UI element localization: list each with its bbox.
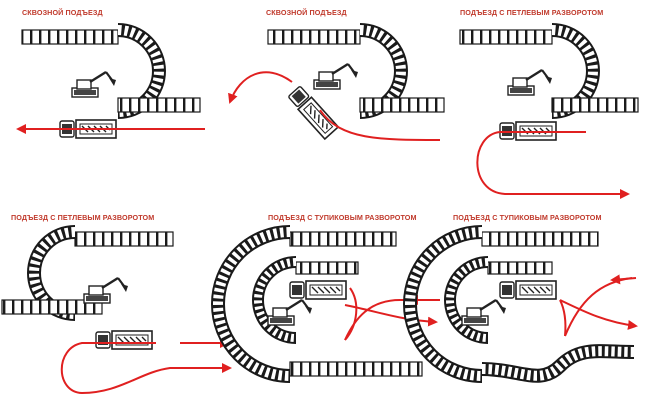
excavator-icon — [70, 70, 118, 99]
route-arrow — [60, 342, 232, 395]
panel-3-diagram — [459, 23, 639, 199]
route-arrow-out — [228, 71, 293, 104]
route-arrow-turn — [344, 287, 358, 341]
dump-truck-icon — [289, 280, 347, 300]
excavator-icon — [266, 298, 314, 327]
route-arrow-turn — [559, 299, 567, 337]
route-arrow-head — [610, 274, 637, 285]
route-arrow-out — [344, 304, 438, 327]
panel-5-diagram — [211, 225, 440, 383]
track-segment — [459, 23, 639, 119]
excavator-icon — [312, 62, 360, 91]
track-segment — [1, 225, 174, 321]
route-arrow — [476, 131, 630, 199]
excavator-icon — [82, 276, 130, 305]
panel-1-title: СКВОЗНОЙ ПОДЪЕЗД — [22, 8, 103, 17]
dump-truck-icon — [95, 330, 153, 350]
track-segment — [21, 23, 201, 119]
track-segment — [403, 225, 635, 383]
panel-1-diagram — [16, 23, 205, 139]
route-arrow-out — [559, 299, 638, 330]
panel-6-title: ПОДЪЕЗД С ТУПИКОВЫМ РАЗВОРОТОМ — [453, 213, 602, 222]
panel-4-diagram — [1, 225, 232, 395]
panel-2-title: СКВОЗНОЙ ПОДЪЕЗД — [266, 8, 347, 17]
panel-3-title: ПОДЪЕЗД С ПЕТЛЕВЫМ РАЗВОРОТОМ — [460, 8, 604, 17]
route-arrow-in — [319, 109, 441, 141]
panel-5-title: ПОДЪЕЗД С ТУПИКОВЫМ РАЗВОРОТОМ — [268, 213, 417, 222]
track-segment — [211, 225, 423, 383]
panel-4-title: ПОДЪЕЗД С ПЕТЛЕВЫМ РАЗВОРОТОМ — [11, 213, 155, 222]
panel-2-diagram — [228, 23, 445, 141]
route-arrow-in — [344, 299, 440, 341]
excavator-icon — [506, 68, 554, 97]
dump-truck-icon — [286, 84, 340, 140]
track-segment — [267, 23, 445, 119]
dump-truck-icon — [499, 280, 557, 300]
panel-6-diagram — [403, 225, 638, 383]
excavator-icon — [460, 298, 508, 327]
